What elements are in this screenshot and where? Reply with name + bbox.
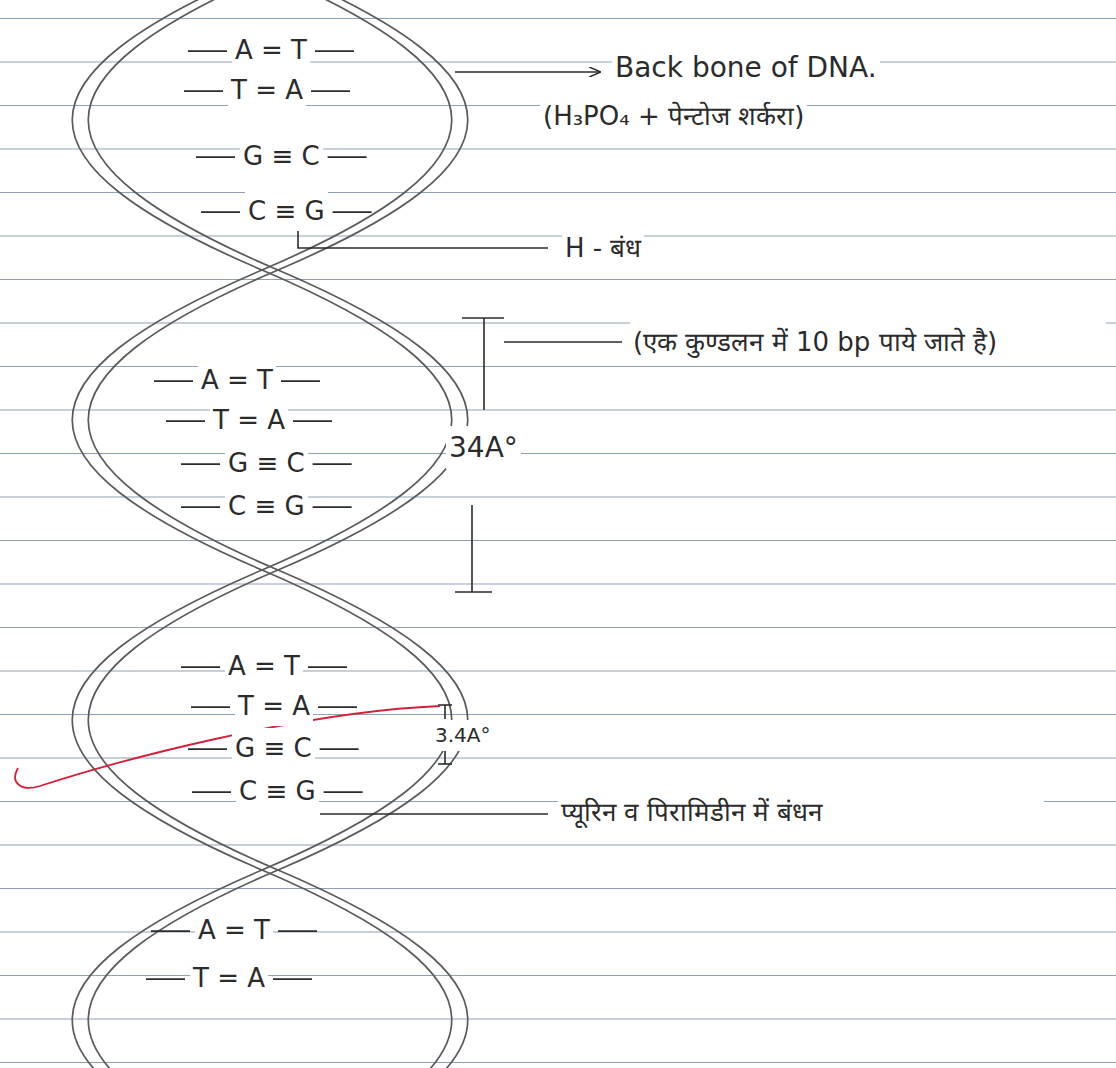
bond-dash xyxy=(273,978,312,980)
dimension-line xyxy=(483,318,485,410)
bond-dash xyxy=(191,706,230,708)
dimension-label: 3.4A° xyxy=(432,720,494,751)
dimension-line xyxy=(444,705,446,719)
bond-dash xyxy=(281,380,320,382)
base-pair-label: G ≡ C xyxy=(240,136,323,176)
backbone-arrow xyxy=(455,71,600,73)
bond-dash xyxy=(318,706,357,708)
bond-dash xyxy=(333,211,372,213)
base-pair-label: C ≡ G xyxy=(236,771,319,811)
dimension-line xyxy=(471,505,473,592)
base-pair-label: T = A xyxy=(190,958,268,998)
bond-dash xyxy=(154,380,193,382)
bond-dash xyxy=(181,506,220,508)
bond-dash xyxy=(315,50,354,52)
bond-dash xyxy=(320,748,359,750)
base-pair-label: G ≡ C xyxy=(232,728,315,768)
base-pair-label: A = T xyxy=(195,910,273,950)
annotation-text: (H₃PO₄ + पेन्टोज शर्करा) xyxy=(540,96,807,136)
purine-leader xyxy=(320,813,548,815)
dimension-tick xyxy=(455,591,492,593)
bond-dash xyxy=(201,211,240,213)
dimension-line xyxy=(444,750,446,764)
base-pair-label: A = T xyxy=(232,30,310,70)
bond-dash xyxy=(308,666,347,668)
bond-dash xyxy=(184,90,223,92)
strand-edge xyxy=(72,0,452,1068)
leader-lines xyxy=(298,72,622,814)
bond-dash xyxy=(293,420,332,422)
bond-dash xyxy=(188,748,227,750)
base-pair-label: C ≡ G xyxy=(245,191,328,231)
bond-dash xyxy=(146,978,185,980)
strand-edge xyxy=(72,0,452,1068)
annotation-text: Back bone of DNA. xyxy=(612,46,880,89)
base-pair-label: A = T xyxy=(198,360,276,400)
turn-leader xyxy=(504,341,622,343)
strand-edge xyxy=(88,0,468,1068)
base-pair-label: T = A xyxy=(228,70,306,110)
base-pair-label: G ≡ C xyxy=(225,443,308,483)
bond-dash xyxy=(151,930,190,932)
bond-dash xyxy=(311,90,350,92)
bond-dash xyxy=(192,791,231,793)
h-bond-leader xyxy=(298,228,548,248)
base-pair-label: T = A xyxy=(210,400,288,440)
annotation-text: प्यूरिन व पिरामिडीन में बंधन xyxy=(558,792,1044,832)
base-pair-label: C ≡ G xyxy=(225,486,308,526)
dimension-label: 34A° xyxy=(446,426,521,469)
annotation-text: (एक कुण्डलन में 10 bp पाये जाते है) xyxy=(630,322,1106,362)
bond-dash xyxy=(188,50,227,52)
bond-dash xyxy=(196,156,235,158)
bond-dash xyxy=(324,791,363,793)
base-pair-label: A = T xyxy=(225,646,303,686)
strand-edge xyxy=(88,0,468,1068)
annotation-text: H - बंध xyxy=(562,228,644,268)
red-pen-mark xyxy=(15,706,440,788)
dimension-tick xyxy=(462,317,504,319)
bond-dash xyxy=(181,666,220,668)
bond-dash xyxy=(328,156,367,158)
bond-dash xyxy=(166,420,205,422)
bond-dash xyxy=(313,463,352,465)
bond-dash xyxy=(278,930,317,932)
helix-strands xyxy=(72,0,468,1068)
dimension-tick xyxy=(438,763,452,765)
bond-dash xyxy=(313,506,352,508)
bond-dash xyxy=(181,463,220,465)
base-pair-label: T = A xyxy=(235,686,313,726)
